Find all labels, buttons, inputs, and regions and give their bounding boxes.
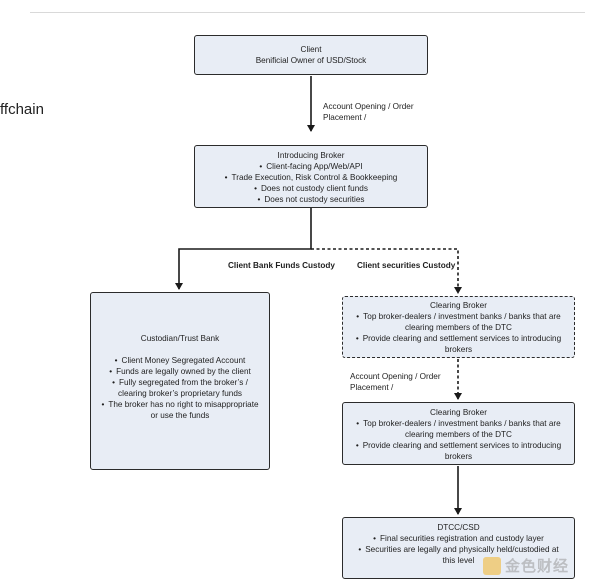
edge-label-clearing: Account Opening / Order Placement / [350,372,441,392]
list-item: The broker has no right to misappropriat… [99,399,261,421]
custodian-title: Custodian/Trust Bank [140,334,220,343]
arrow-broker-to-clearing [311,248,462,294]
list-item: Securities are legally and physically he… [351,544,566,566]
clearing-broker-title: Clearing Broker [430,408,487,417]
branch-label-securities: Client securities Custody [357,261,456,270]
list-item: Client Money Segregated Account [99,355,261,366]
clearing-broker-title: Clearing Broker [430,301,487,310]
list-item: Provide clearing and settlement services… [353,440,564,462]
list-item: Top broker-dealers / investment banks / … [353,311,564,333]
custodian-box: Custodian/Trust Bank Client Money Segreg… [90,292,270,470]
dtcc-box: DTCC/CSD Final securities registration a… [342,517,575,579]
clearing-broker-box: Clearing Broker Top broker-dealers / inv… [342,402,575,465]
introducing-broker-title: Introducing Broker [277,151,345,160]
watermark-text: 金色财经 [505,558,570,575]
list-item: Funds are legally owned by the client [99,366,261,377]
branch-label-funds: Client Bank Funds Custody [228,261,335,270]
client-title: Client [300,45,322,54]
list-item: Trade Execution, Risk Control & Bookkeep… [195,172,427,183]
client-subtitle: Benificial Owner of USD/Stock [255,56,367,65]
watermark-logo-icon [483,556,501,575]
list-item: Does not custody client funds [195,183,427,194]
clearing-broker-dashed-box: Clearing Broker Top broker-dealers / inv… [342,296,575,358]
client-box: Client Benificial Owner of USD/Stock [194,35,428,75]
dtcc-title: DTCC/CSD [437,523,480,532]
list-item: Does not custody securities [195,194,427,205]
introducing-broker-box: Introducing Broker Client-facing App/Web… [194,145,428,208]
list-item: Provide clearing and settlement services… [353,333,564,355]
watermark: 金色财经 [483,555,569,576]
list-item: Final securities registration and custod… [351,533,566,544]
list-item: Fully segregated from the broker’s / cle… [99,377,261,399]
list-item: Client-facing App/Web/API [195,161,427,172]
top-divider [30,12,585,13]
offchain-label: ffchain [0,101,44,118]
edge-label-client-broker: Account Opening / Order Placement / [323,102,414,122]
list-item: Top broker-dealers / investment banks / … [353,418,564,440]
